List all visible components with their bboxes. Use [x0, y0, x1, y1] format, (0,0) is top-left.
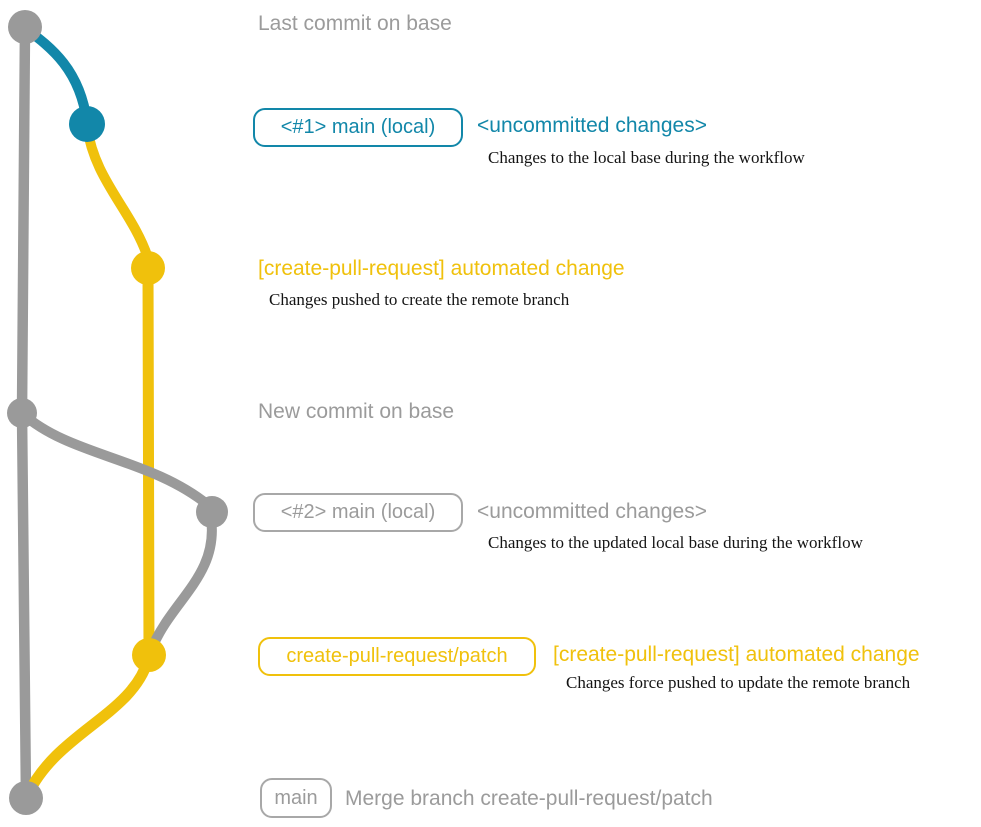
last-commit-header: Last commit on base [258, 12, 452, 35]
commit-node-local-main-2 [196, 496, 228, 528]
commit-node-merge [9, 781, 43, 815]
push-to-patch-edge [82, 121, 153, 263]
commit-node-remote-patch-1 [131, 251, 165, 285]
branch-label-patch: create-pull-request/patch [258, 637, 536, 676]
branch-label-main-local-2: <#2> main (local) [253, 493, 463, 532]
rebase-in-edge [147, 513, 217, 653]
branch-label-main: main [260, 778, 332, 818]
caption-push-create: Changes pushed to create the remote bran… [269, 290, 570, 309]
uncommitted-changes-2: <uncommitted changes> [477, 500, 707, 523]
merge-patch-edge [22, 654, 154, 800]
commit-message-merge: Merge branch create-pull-request/patch [345, 787, 713, 810]
rebase-out-edge [18, 409, 213, 510]
new-commit-header: New commit on base [258, 400, 455, 423]
caption-local-base: Changes to the local base during the wor… [488, 148, 805, 167]
commit-node-local-main-1 [69, 106, 105, 142]
caption-force-push: Changes force pushed to update the remot… [566, 673, 911, 692]
branch-label-main-local-1: <#1> main (local) [253, 108, 463, 147]
commit-message-automated-2: [create-pull-request] automated change [553, 643, 920, 666]
caption-updated-local-base: Changes to the updated local base during… [488, 533, 863, 552]
patch-branch-line [142, 262, 155, 661]
commit-node-new-base [7, 398, 37, 428]
local-main-1-edge [20, 23, 92, 127]
commit-node-last-base [8, 10, 42, 44]
commit-message-automated-1: [create-pull-request] automated change [258, 257, 625, 280]
commit-node-remote-patch-2 [132, 638, 166, 672]
uncommitted-changes-1: <uncommitted changes> [477, 114, 707, 137]
